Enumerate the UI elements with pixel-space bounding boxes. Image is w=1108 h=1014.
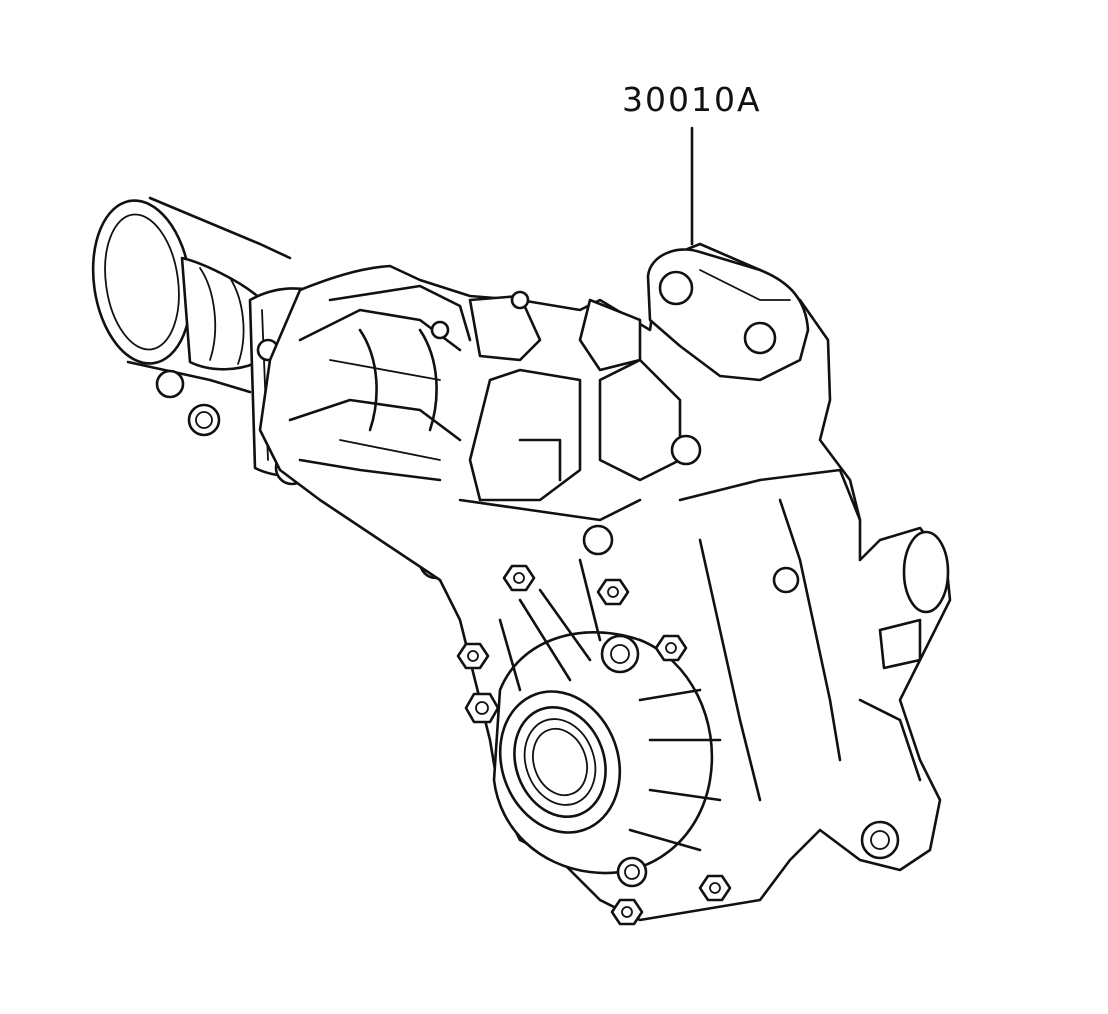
front-bolts bbox=[456, 524, 732, 926]
center-struts bbox=[430, 290, 702, 522]
bolt bbox=[456, 642, 490, 670]
bolt bbox=[502, 564, 536, 592]
bolt bbox=[596, 578, 630, 606]
boss bbox=[616, 856, 648, 888]
mounting-tab bbox=[646, 248, 810, 382]
bolt bbox=[698, 874, 732, 902]
front-output-housing bbox=[492, 631, 722, 875]
part-number-label: 30010A bbox=[622, 80, 762, 119]
bolt bbox=[464, 692, 500, 724]
boss bbox=[582, 524, 614, 556]
left-output-tube bbox=[91, 196, 292, 394]
bolt bbox=[610, 898, 644, 926]
bolt bbox=[654, 634, 688, 662]
right-housing-detail bbox=[678, 468, 950, 860]
boss bbox=[600, 634, 640, 674]
gussets bbox=[498, 558, 602, 692]
